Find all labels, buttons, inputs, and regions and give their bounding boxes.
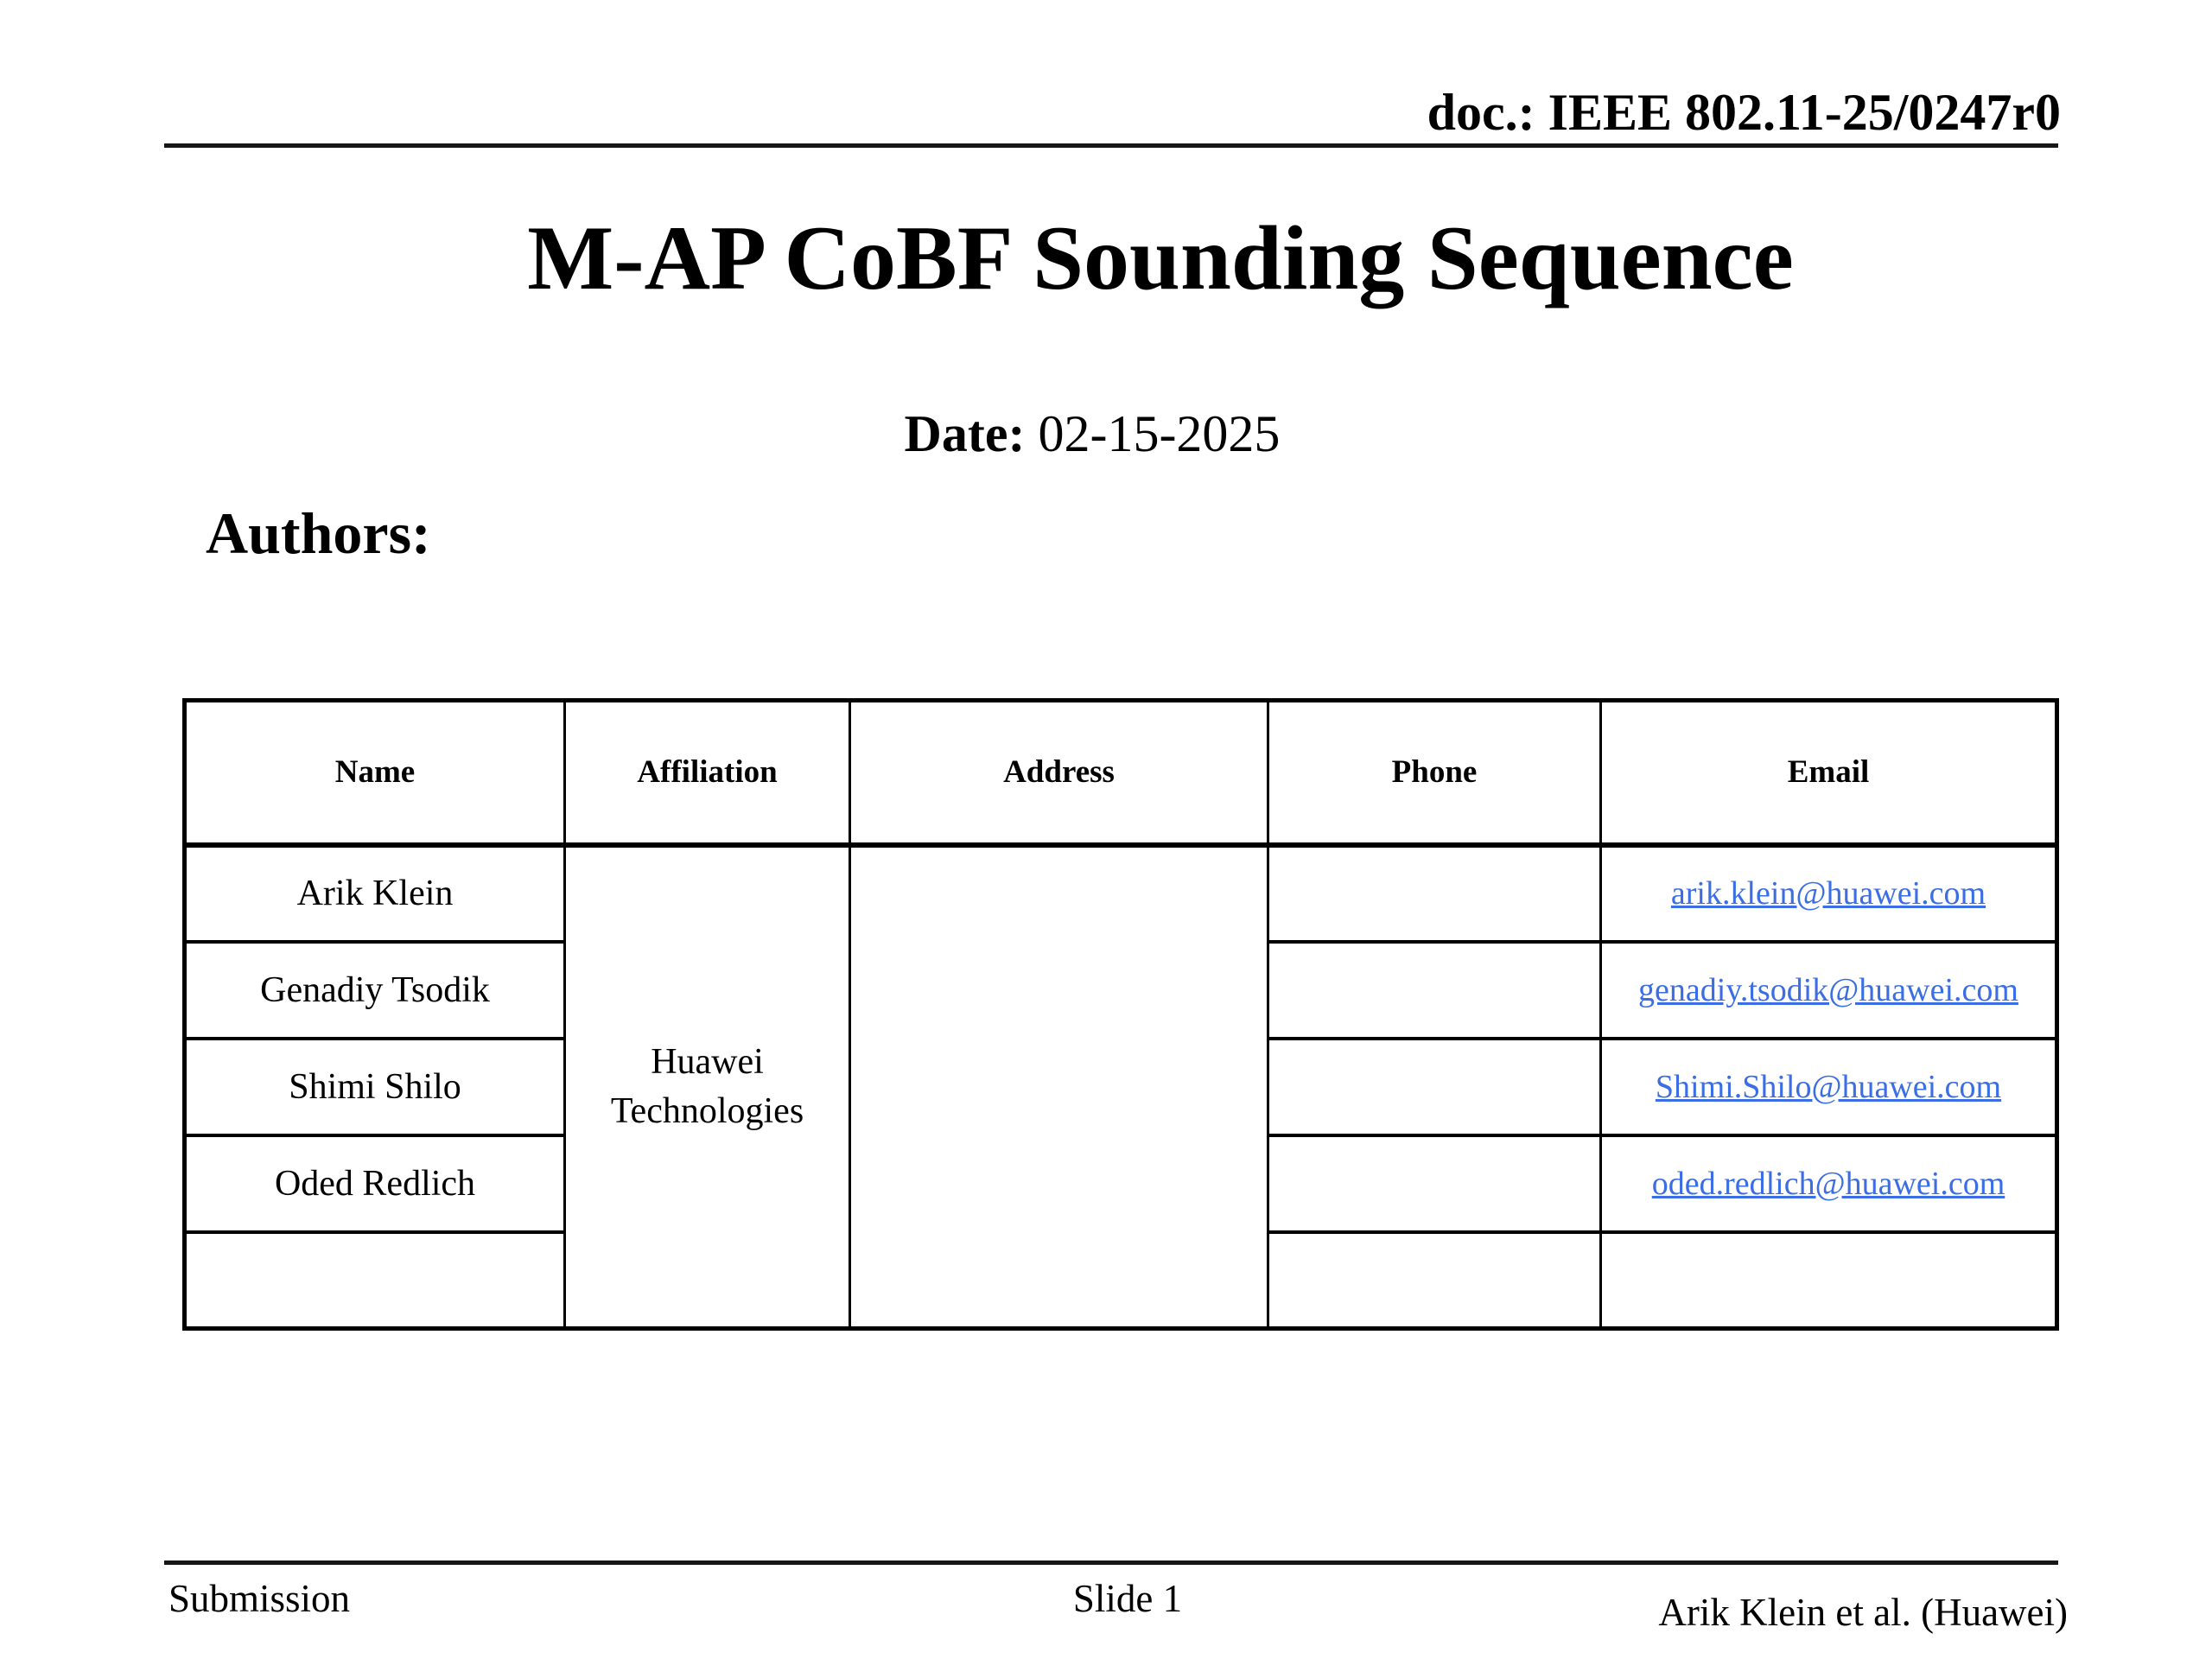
header-divider <box>164 143 2058 148</box>
phone-cell <box>1267 1133 1602 1234</box>
date-line: Date: 02-15-2025 <box>0 404 2198 464</box>
date-label: Date: <box>904 405 1026 462</box>
footer-divider <box>164 1560 2058 1565</box>
email-cell: Shimi.Shilo@huawei.com <box>1599 1036 2058 1137</box>
col-header-address: Address <box>849 698 1269 848</box>
name-cell <box>183 1230 566 1331</box>
table-header-row: Name Affiliation Address Phone Email <box>183 698 2058 848</box>
col-header-name: Name <box>183 698 566 848</box>
authors-label: Authors: <box>206 500 431 566</box>
phone-cell <box>1267 939 1602 1040</box>
email-cell: oded.redlich@huawei.com <box>1599 1133 2058 1234</box>
col-header-email: Email <box>1599 698 2058 848</box>
phone-cell <box>1267 842 1602 944</box>
slide-title: M-AP CoBF Sounding Sequence <box>527 207 1794 308</box>
email-cell: genadiy.tsodik@huawei.com <box>1599 939 2058 1040</box>
email-cell: arik.klein@huawei.com <box>1599 842 2058 944</box>
table-row: Arik Klein Huawei Technologies arik.klei… <box>183 842 2058 1331</box>
name-cell: Arik Klein <box>183 842 566 944</box>
doc-reference: doc.: IEEE 802.11-25/0247r0 <box>1427 84 2061 141</box>
table-row: Shimi Shilo Shimi.Shilo@huawei.com <box>183 1036 2058 1137</box>
name-cell: Genadiy Tsodik <box>183 939 566 1040</box>
date-value: 02-15-2025 <box>1038 405 1281 462</box>
footer-submission: Submission <box>168 1577 351 1620</box>
footer-slide-number: Slide 1 <box>1072 1577 1183 1620</box>
name-cell: Shimi Shilo <box>183 1036 566 1137</box>
authors-table: Name Affiliation Address Phone Email Ari… <box>182 698 2059 1331</box>
col-header-phone: Phone <box>1267 698 1602 848</box>
email-cell <box>1599 1230 2058 1331</box>
col-header-affiliation: Affiliation <box>563 698 851 848</box>
table-row: Genadiy Tsodik genadiy.tsodik@huawei.com <box>183 939 2058 1040</box>
affiliation-cell: Huawei Technologies <box>563 842 851 1331</box>
table-row: Oded Redlich oded.redlich@huawei.com <box>183 1133 2058 1234</box>
phone-cell <box>1267 1230 1602 1331</box>
address-cell <box>849 842 1269 1331</box>
name-cell: Oded Redlich <box>183 1133 566 1234</box>
phone-cell <box>1267 1036 1602 1137</box>
date-spacer <box>1025 405 1038 462</box>
email-link[interactable]: arik.klein@huawei.com <box>1670 875 1986 912</box>
email-link[interactable]: Shimi.Shilo@huawei.com <box>1655 1068 2002 1105</box>
email-link[interactable]: genadiy.tsodik@huawei.com <box>1638 971 2018 1008</box>
table-row <box>183 1230 2058 1331</box>
email-link[interactable]: oded.redlich@huawei.com <box>1651 1165 2005 1202</box>
footer-author-credit: Arik Klein et al. (Huawei) <box>1658 1591 2068 1634</box>
